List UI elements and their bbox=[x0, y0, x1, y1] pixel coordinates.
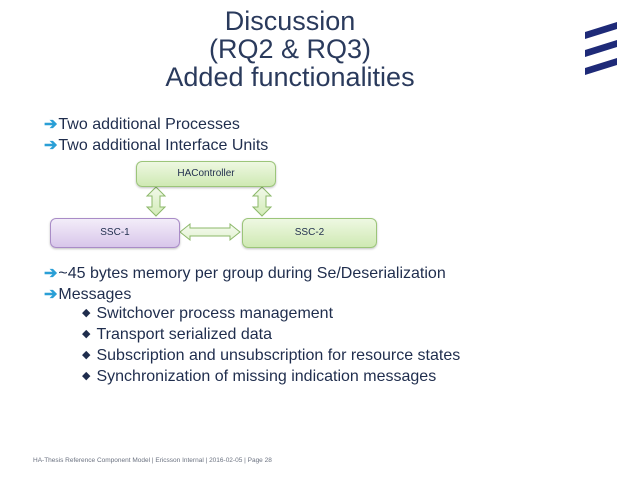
arrow-bullet-icon: ➔ bbox=[44, 137, 58, 154]
slide-title-line-3: Added functionalities bbox=[165, 62, 415, 92]
ssc-2-box: SSC-2 bbox=[242, 218, 377, 248]
hacontroller-box: HAController bbox=[136, 161, 276, 187]
bullet-messages: ➔Messages bbox=[44, 284, 131, 304]
sub-bullet-transport: ◆ Transport serialized data bbox=[82, 326, 272, 344]
bullet-text: Messages bbox=[58, 286, 132, 303]
diamond-bullet-icon: ◆ bbox=[82, 307, 91, 319]
double-arrow-right bbox=[251, 186, 273, 217]
diamond-bullet-icon: ◆ bbox=[82, 349, 91, 361]
slide-title-line-1: Discussion bbox=[224, 6, 356, 36]
double-arrow-left bbox=[145, 186, 167, 217]
bullet-interface-units: ➔Two additional Interface Units bbox=[44, 135, 268, 155]
slide-footer: HA-Thesis Reference Component Model | Er… bbox=[33, 457, 272, 464]
ssc-1-box: SSC-1 bbox=[50, 218, 180, 248]
sub-bullet-subscription: ◆ Subscription and unsubscription for res… bbox=[82, 347, 460, 365]
diamond-bullet-icon: ◆ bbox=[82, 370, 91, 382]
arrow-bullet-icon: ➔ bbox=[44, 286, 58, 303]
double-arrow-horizontal bbox=[179, 222, 241, 242]
sub-bullet-text: Synchronization of missing indication me… bbox=[96, 368, 437, 385]
diamond-bullet-icon: ◆ bbox=[82, 328, 91, 340]
ericsson-logo-icon bbox=[585, 22, 617, 75]
sub-bullet-synchronization: ◆ Synchronization of missing indication m… bbox=[82, 368, 436, 386]
sub-bullet-text: Switchover process management bbox=[96, 305, 334, 322]
bullet-text: Two additional Processes bbox=[58, 116, 240, 133]
sub-bullet-switchover: ◆ Switchover process management bbox=[82, 305, 333, 323]
bullet-processes: ➔Two additional Processes bbox=[44, 114, 240, 134]
arrow-bullet-icon: ➔ bbox=[44, 265, 58, 282]
bullet-text: ~45 bytes memory per group during Se/Des… bbox=[58, 265, 446, 282]
bullet-memory: ➔~45 bytes memory per group during Se/De… bbox=[44, 263, 446, 283]
sub-bullet-text: Transport serialized data bbox=[96, 326, 272, 343]
slide-title-line-2: (RQ2 & RQ3) bbox=[208, 34, 372, 64]
arrow-bullet-icon: ➔ bbox=[44, 116, 58, 133]
bullet-text: Two additional Interface Units bbox=[58, 137, 269, 154]
sub-bullet-text: Subscription and unsubscription for reso… bbox=[96, 347, 461, 364]
